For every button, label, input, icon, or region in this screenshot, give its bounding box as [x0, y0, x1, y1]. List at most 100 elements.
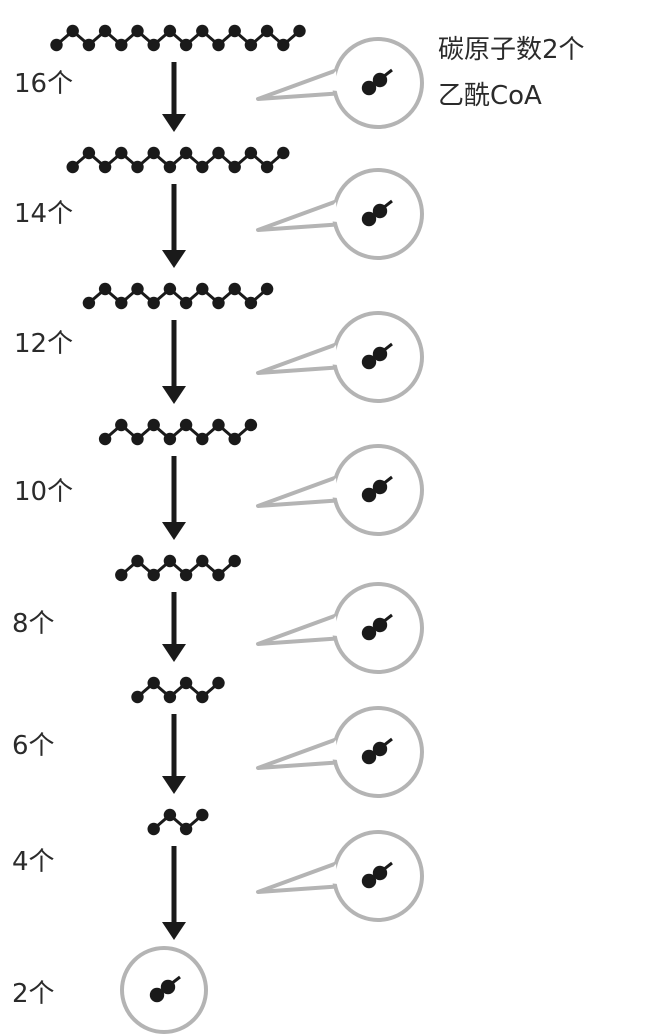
carbon-atom — [163, 24, 177, 38]
carbon-atom — [98, 24, 112, 38]
carbon-atom — [260, 160, 274, 174]
molecule-atom — [372, 617, 388, 633]
carbon-atom — [196, 554, 209, 568]
bubbles-layer — [120, 37, 424, 1034]
carbon-count-label: 16个 — [14, 69, 73, 99]
carbon-atom — [179, 676, 193, 690]
carbon-atom — [147, 418, 160, 432]
labels-layer: 16个 14个 12个 10个 8个 6个 4个 2个 — [12, 69, 73, 1009]
carbon-count-label: 2个 — [12, 979, 55, 1009]
carbon-atom — [260, 282, 274, 296]
arrow-head — [162, 386, 186, 404]
molecule-atom — [361, 625, 377, 641]
bubble-seam — [318, 71, 338, 91]
carbon-chain — [115, 554, 241, 582]
chain-bond — [103, 423, 253, 441]
carbon-atom — [196, 808, 209, 822]
arrow-head — [162, 644, 186, 662]
carbon-atom — [277, 38, 290, 52]
carbon-atom — [212, 38, 225, 52]
carbon-atom — [115, 38, 128, 52]
carbon-atom — [98, 432, 112, 446]
bubble-seam — [318, 740, 338, 760]
carbon-atom — [179, 822, 193, 836]
carbon-atom — [147, 822, 160, 836]
carbon-atom — [228, 432, 241, 446]
carbon-atom — [115, 418, 128, 432]
carbon-atom — [179, 418, 193, 432]
molecule-atom — [149, 987, 165, 1003]
chains-layer — [50, 24, 306, 836]
acetyl-coa-bubble — [256, 706, 424, 798]
carbon-atom — [179, 568, 193, 582]
acetyl-coa-bubble — [256, 582, 424, 674]
carbon-atom — [147, 146, 160, 160]
carbon-atom — [228, 554, 241, 568]
carbon-atom — [196, 24, 209, 38]
acetyl-coa-bubble — [256, 37, 424, 129]
bubble-seam — [318, 864, 338, 884]
carbon-count-label: 8个 — [12, 609, 55, 639]
bubble-seam — [318, 345, 338, 365]
molecule-atom — [361, 487, 377, 503]
bubble-seam — [318, 478, 338, 498]
carbon-atom — [196, 690, 209, 704]
acetyl-coa-bubble — [256, 311, 424, 403]
carbon-atom — [212, 568, 225, 582]
carbon-atom — [98, 282, 112, 296]
acetyl-coa-bubble — [256, 830, 424, 922]
molecule-atom — [361, 211, 377, 227]
carbon-atom — [244, 418, 258, 432]
carbon-atom — [260, 24, 274, 38]
carbon-atom — [293, 24, 306, 38]
carbon-atom — [163, 808, 177, 822]
carbon-atom — [82, 296, 96, 310]
molecule-atom — [361, 80, 377, 96]
carbon-count-label: 14个 — [14, 199, 73, 229]
final-acetyl-coa-circle — [120, 946, 208, 1034]
carbon-atom — [50, 38, 63, 52]
carbon-atom — [228, 24, 241, 38]
carbon-atom — [196, 282, 209, 296]
carbon-atom — [147, 568, 160, 582]
carbon-atom — [212, 146, 225, 160]
bubble-seam — [318, 202, 338, 222]
carbon-chain — [82, 282, 274, 310]
molecule-atom — [372, 865, 388, 881]
carbon-atom — [131, 554, 144, 568]
carbon-atom — [147, 38, 160, 52]
carbon-count-label: 4个 — [12, 847, 55, 877]
molecule-atom — [361, 749, 377, 765]
arrow-head — [162, 250, 186, 268]
header-carbon-count: 碳原子数2个 — [438, 35, 585, 65]
molecule-atom — [372, 346, 388, 362]
carbon-atom — [163, 554, 177, 568]
carbon-atom — [131, 282, 144, 296]
carbon-atom — [244, 146, 258, 160]
carbon-atom — [98, 160, 112, 174]
carbon-atom — [212, 676, 225, 690]
molecule-atom — [372, 741, 388, 757]
carbon-atom — [212, 418, 225, 432]
carbon-atom — [66, 160, 79, 174]
carbon-count-label: 12个 — [14, 329, 73, 359]
carbon-atom — [115, 296, 128, 310]
carbon-atom — [179, 146, 193, 160]
molecule-atom — [361, 354, 377, 370]
carbon-count-label: 10个 — [14, 477, 73, 507]
carbon-atom — [179, 296, 193, 310]
carbon-chain — [66, 146, 290, 174]
molecule-atom — [372, 72, 388, 88]
acetyl-coa-bubble — [256, 444, 424, 536]
chain-bond — [55, 29, 301, 47]
carbon-atom — [163, 160, 177, 174]
header-acetyl-coa: 乙酰CoA — [438, 81, 542, 111]
carbon-chain — [50, 24, 306, 52]
arrow-head — [162, 922, 186, 940]
carbon-count-label: 6个 — [12, 731, 55, 761]
carbon-atom — [131, 432, 144, 446]
carbon-chain — [98, 418, 258, 446]
molecule-atom — [372, 479, 388, 495]
molecule-atom — [361, 873, 377, 889]
